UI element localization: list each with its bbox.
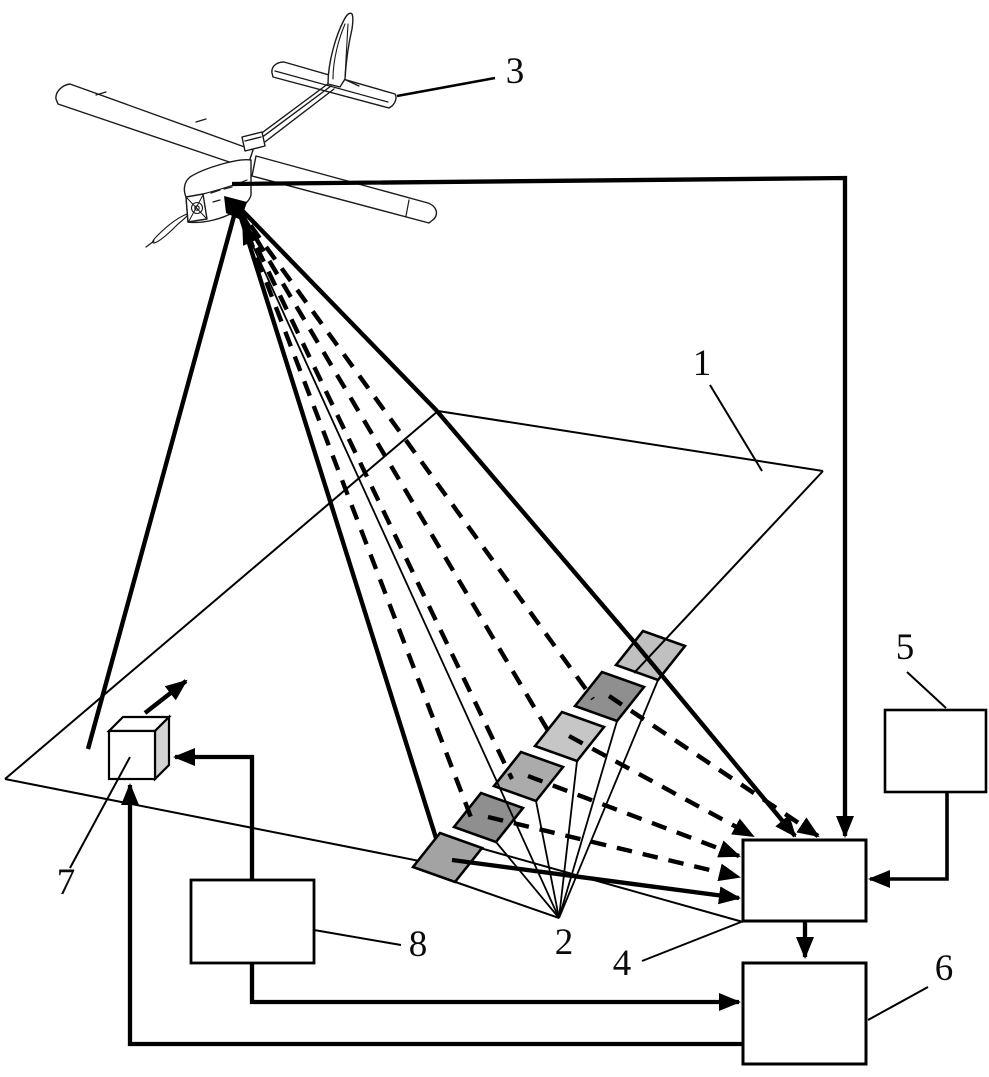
svg-text:1: 1	[693, 343, 712, 384]
svg-text:8: 8	[409, 924, 428, 965]
svg-text:4: 4	[613, 943, 632, 984]
svg-text:3: 3	[506, 51, 525, 92]
svg-text:6: 6	[935, 948, 954, 989]
svg-text:5: 5	[896, 627, 915, 668]
svg-text:7: 7	[57, 862, 76, 903]
svg-text:2: 2	[555, 922, 574, 963]
